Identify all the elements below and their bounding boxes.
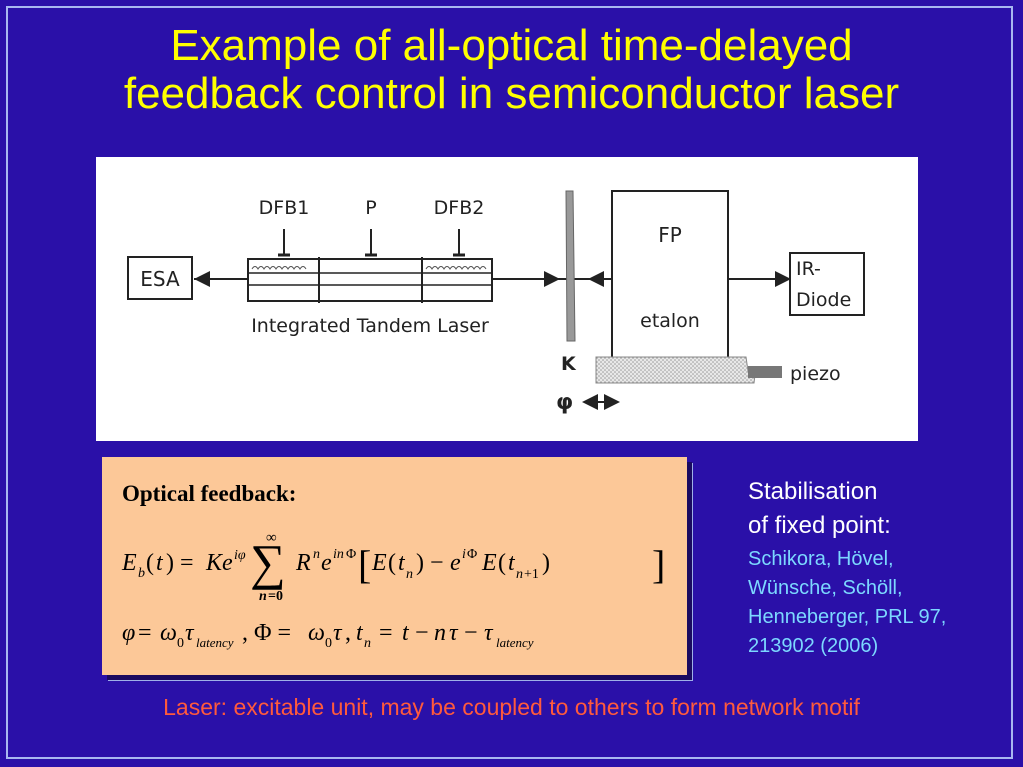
- footer-text: Laser: excitable unit, may be coupled to…: [163, 694, 860, 720]
- svg-text:=: =: [138, 620, 152, 646]
- equation-definitions: φ = ω 0 τ latency , Φ = ω 0 τ , t n = t …: [122, 620, 534, 651]
- svg-text:n: n: [259, 589, 267, 604]
- etalon-label: etalon: [640, 310, 700, 332]
- slide-title: Example of all-optical time-delayed feed…: [0, 22, 1023, 118]
- svg-text:(: (: [146, 550, 154, 576]
- fp-etalon-box: [611, 190, 729, 364]
- svg-text:∑: ∑: [250, 534, 286, 590]
- k-mirror: [565, 190, 576, 342]
- svg-text:Ke: Ke: [205, 550, 233, 576]
- stabilisation-line-2: of fixed point:: [748, 512, 891, 539]
- reference-line-1: Schikora, Hövel,: [748, 548, 894, 570]
- p-label: P: [365, 197, 376, 219]
- setup-diagram: ESA DFB1 P DFB2 Integrated Tandem Laser …: [96, 157, 918, 441]
- ir-diode-label-1: IR-: [796, 258, 821, 280]
- svg-text:t: t: [508, 550, 516, 576]
- svg-text:e: e: [450, 550, 461, 576]
- svg-text:+1: +1: [524, 567, 539, 582]
- svg-text:∞: ∞: [266, 530, 277, 546]
- svg-text:i: i: [462, 547, 466, 562]
- svg-text:]: ]: [652, 542, 665, 587]
- reference-line-4: 213902 (2006): [748, 635, 879, 657]
- ir-diode-label-2: Diode: [796, 289, 851, 311]
- svg-text:ω: ω: [160, 620, 177, 646]
- dfb1-grating: [251, 266, 307, 270]
- svg-text:, Φ =: , Φ =: [242, 620, 291, 646]
- svg-text:τ: τ: [484, 620, 494, 646]
- formula-box: Optical feedback: E b ( t ) = Ke iφ ∑ ∞ …: [102, 457, 687, 675]
- svg-text:0: 0: [177, 636, 184, 651]
- svg-text:latency: latency: [196, 635, 234, 650]
- svg-text:E: E: [121, 550, 137, 576]
- svg-text:t: t: [156, 550, 164, 576]
- svg-text:): ): [542, 550, 550, 576]
- svg-text:) =: ) =: [166, 550, 194, 576]
- slide-frame: [6, 6, 1013, 759]
- svg-text:b: b: [138, 566, 145, 581]
- reference-line-3: Henneberger, PRL 97,: [748, 606, 947, 628]
- svg-text:τ: τ: [449, 620, 459, 646]
- formula-heading: Optical feedback:: [122, 481, 297, 506]
- svg-text:Φ: Φ: [467, 547, 477, 562]
- svg-text:=: =: [379, 620, 393, 646]
- svg-text:in: in: [333, 547, 344, 562]
- title-line-1: Example of all-optical time-delayed: [170, 21, 853, 70]
- svg-text:−: −: [464, 620, 478, 646]
- equation-feedback-field: E b ( t ) = Ke iφ ∑ ∞ n =0 R n e in Φ [ …: [121, 530, 665, 604]
- svg-text:t: t: [402, 620, 410, 646]
- svg-text:n: n: [516, 567, 523, 582]
- svg-text:E: E: [481, 550, 497, 576]
- svg-text:=0: =0: [268, 589, 283, 604]
- title-line-2: feedback control in semiconductor laser: [123, 69, 900, 118]
- setup-diagram-svg: ESA DFB1 P DFB2 Integrated Tandem Laser …: [127, 190, 865, 415]
- svg-text:(: (: [388, 550, 396, 576]
- piezo-actuator: [748, 366, 782, 378]
- svg-text:Φ: Φ: [346, 547, 356, 562]
- reference-citation: Schikora, Hövel, Wünsche, Schöll, Henneb…: [748, 545, 1018, 661]
- svg-text:τ: τ: [185, 620, 195, 646]
- stabilisation-text: Stabilisation of fixed point:: [748, 475, 1018, 543]
- svg-text:0: 0: [325, 636, 332, 651]
- svg-text:latency: latency: [496, 635, 534, 650]
- svg-text:,: ,: [345, 620, 351, 646]
- feedback-equations: E b ( t ) = Ke iφ ∑ ∞ n =0 R n e in Φ [ …: [121, 530, 665, 651]
- svg-text:E: E: [371, 550, 387, 576]
- svg-text:) −: ) −: [416, 550, 444, 576]
- svg-text:τ: τ: [333, 620, 343, 646]
- piezo-label: piezo: [790, 363, 841, 385]
- svg-text:−: −: [415, 620, 429, 646]
- dfb2-grating: [425, 266, 487, 270]
- laser-body: [247, 258, 493, 302]
- esa-box: [127, 256, 193, 300]
- k-label: K: [561, 353, 577, 375]
- svg-text:iφ: iφ: [234, 548, 246, 563]
- ir-diode-box: [789, 252, 865, 316]
- svg-text:(: (: [498, 550, 506, 576]
- dfb1-label: DFB1: [259, 197, 310, 219]
- svg-text:φ: φ: [122, 620, 135, 646]
- svg-text:t: t: [398, 550, 406, 576]
- svg-text:R: R: [295, 550, 311, 576]
- phi-label: φ: [556, 390, 573, 415]
- esa-label: ESA: [140, 267, 180, 291]
- laser-label: Integrated Tandem Laser: [251, 315, 489, 337]
- fp-label: FP: [658, 223, 682, 247]
- svg-text:[: [: [358, 542, 371, 587]
- reference-line-2: Wünsche, Schöll,: [748, 577, 903, 599]
- svg-text:t: t: [356, 620, 364, 646]
- piezo-block: [595, 356, 757, 384]
- stabilisation-line-1: Stabilisation: [748, 478, 878, 505]
- dfb2-label: DFB2: [434, 197, 485, 219]
- svg-text:n: n: [364, 636, 371, 651]
- svg-text:n: n: [406, 567, 413, 582]
- svg-text:n: n: [313, 547, 320, 562]
- svg-text:ω: ω: [308, 620, 325, 646]
- svg-text:e: e: [321, 550, 332, 576]
- svg-text:n: n: [434, 620, 446, 646]
